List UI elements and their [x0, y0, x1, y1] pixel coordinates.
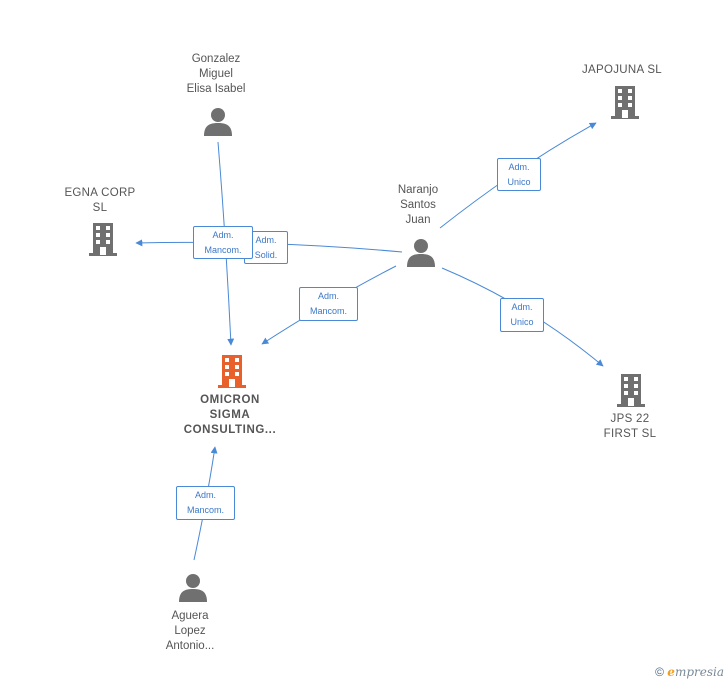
- person-icon-naranjo[interactable]: [406, 237, 436, 267]
- person-icon-gonzalez[interactable]: [203, 106, 233, 136]
- edge-label-line1: Adm.: [317, 291, 339, 301]
- edge-label-line2: Unico: [510, 317, 534, 327]
- building-icon-jps[interactable]: [615, 372, 647, 408]
- node-label-omicron[interactable]: OMICRON SIGMA CONSULTING...: [183, 394, 277, 436]
- node-label-gonzalez[interactable]: Gonzalez Miguel Elisa Isabel: [186, 53, 246, 95]
- node-label-aguera[interactable]: Aguera Lopez Antonio...: [165, 610, 215, 652]
- edge-label-line1: Adm.: [194, 490, 216, 500]
- brand-logo: empresia: [667, 665, 724, 679]
- edge-label-line1: Adm.: [511, 302, 533, 312]
- node-label-japojuna[interactable]: JAPOJUNA SL: [582, 64, 662, 76]
- edge-label-naranjo-omicron: Adm. Mancom.: [299, 287, 358, 321]
- edge-label-naranjo-jps: Adm. Unico: [500, 298, 544, 332]
- node-label-jps[interactable]: JPS 22 FIRST SL: [603, 413, 657, 440]
- footer-brand[interactable]: © empresia: [655, 665, 724, 679]
- building-icon-omicron[interactable]: [216, 353, 248, 389]
- edge-label-line1: Adm.: [508, 162, 530, 172]
- brand-initial: e: [667, 665, 675, 679]
- edge-label-line2: Mancom.: [186, 505, 224, 515]
- building-icon-japojuna[interactable]: [609, 84, 641, 120]
- person-icon-aguera[interactable]: [178, 572, 208, 602]
- edge-label-line2: Mancom.: [204, 245, 242, 255]
- brand-name: mpresia: [674, 665, 724, 679]
- edge-label-line2: Unico: [507, 177, 531, 187]
- edge-label-line1: Adm.: [255, 235, 277, 245]
- edge-label-aguera-omicron: Adm. Mancom.: [176, 486, 235, 520]
- node-label-egna[interactable]: EGNA CORP SL: [64, 187, 136, 214]
- edge-label-line2: Mancom.: [309, 306, 347, 316]
- node-label-naranjo[interactable]: Naranjo Santos Juan: [397, 184, 439, 226]
- edge-label-gonzalez-omicron: Adm. Mancom.: [193, 226, 253, 259]
- edge-label-line2: Solid.: [254, 250, 278, 260]
- edge-label-naranjo-japojuna: Adm. Unico: [497, 158, 541, 191]
- copyright-symbol: ©: [655, 665, 664, 679]
- edge-label-line1: Adm.: [212, 230, 234, 240]
- building-icon-egna[interactable]: [87, 221, 119, 257]
